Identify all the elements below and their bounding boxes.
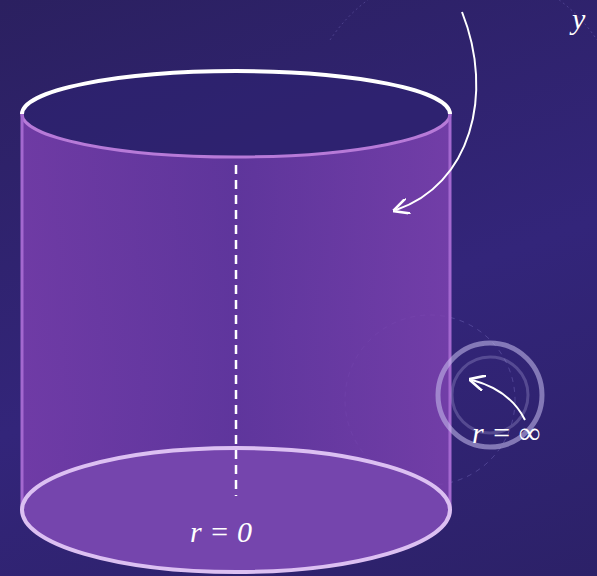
leader-arrow (396, 12, 476, 210)
cylinder-side (22, 114, 450, 572)
axis-label: y (572, 4, 585, 34)
boundary-label: r = 0 (190, 517, 252, 547)
cylinder-top (22, 71, 450, 157)
infinity-circle (438, 343, 542, 447)
top-rim-back (22, 71, 450, 114)
boundary-label: r = ∞ (472, 418, 540, 448)
leader-arrow (472, 380, 525, 420)
axis-line (235, 165, 238, 496)
top-rim-front (22, 114, 450, 157)
side-edge (21, 114, 24, 510)
